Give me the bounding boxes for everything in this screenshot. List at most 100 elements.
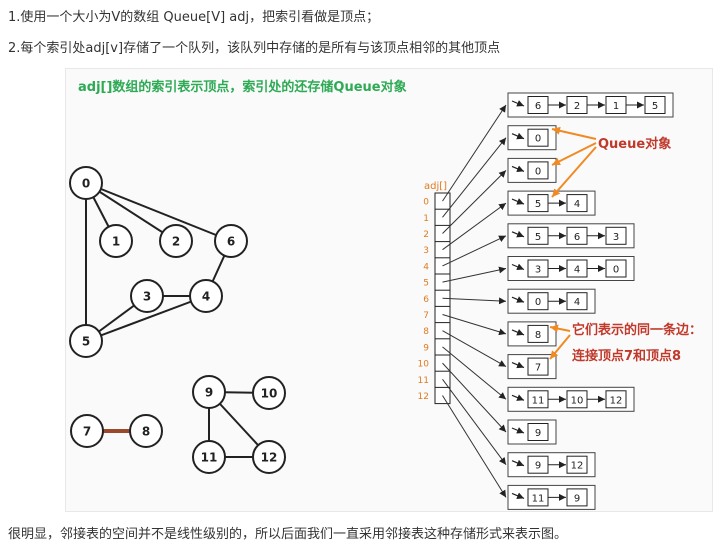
vertex-circle [214, 224, 248, 258]
queue-8: 7 [507, 354, 557, 380]
vertex-8: 8 [129, 414, 163, 448]
footer-text: 很明显，邻接表的空间并不是线性级别的，所以后面我们一直采用邻接表这种存储形式来表… [8, 527, 568, 542]
pointer-7 [442, 314, 507, 336]
queue-node-value: 4 [574, 297, 580, 308]
vertex-label: 3 [143, 290, 151, 304]
vertex-9: 9 [192, 375, 226, 409]
vertex-1: 1 [99, 224, 133, 258]
vertex-circle [192, 375, 226, 409]
array-index-2: 2 [423, 230, 429, 240]
vertex-5: 5 [69, 324, 103, 358]
vertex-11: 11 [192, 440, 226, 474]
vertex-label: 6 [227, 235, 235, 249]
queue-node-value: 11 [532, 395, 545, 406]
queue-10: 9 [507, 419, 557, 445]
pointer-11 [442, 379, 507, 465]
queue-node-value: 8 [535, 330, 541, 341]
queue-2: 0 [507, 157, 557, 183]
vertex-label: 12 [261, 451, 278, 465]
edge-note-line2: 连接顶点7和顶点8 [572, 348, 681, 364]
queue-node-value: 3 [535, 265, 541, 276]
array-index-8: 8 [423, 327, 429, 337]
pointer-10 [442, 362, 507, 433]
queue-node-value: 6 [535, 101, 541, 112]
pointer-8 [442, 330, 507, 368]
vertex-label: 1 [112, 235, 120, 249]
vertex-circle [130, 279, 164, 313]
figure-title: adj[]数组的索引表示顶点，索引处的还存储Queue对象 [78, 79, 407, 95]
vertex-label: 4 [202, 290, 210, 304]
pointer-9 [442, 346, 507, 400]
queue-node-value: 12 [610, 395, 623, 406]
queue-node [527, 324, 549, 343]
vertex-circle [159, 224, 193, 258]
queue-node-value: 0 [535, 166, 541, 177]
queue-node-value: 5 [652, 101, 658, 112]
graph-edge-0-2 [85, 182, 177, 242]
queue-label-arrow-1 [551, 126, 597, 140]
pointer-1 [442, 137, 507, 218]
vertex-label: 5 [82, 335, 90, 349]
vertex-7: 7 [70, 414, 104, 448]
vertex-circle [69, 324, 103, 358]
queue-node [527, 423, 549, 441]
queue-node-value: 7 [535, 363, 541, 374]
array-label: adj[] [424, 181, 447, 192]
queue-label-arrow-2 [551, 142, 597, 166]
queue-node [644, 96, 666, 114]
vertex-10: 10 [252, 376, 286, 410]
vertex-circle [69, 166, 103, 200]
edge-note-arrow-2 [549, 334, 571, 360]
array-index-0: 0 [423, 198, 429, 208]
vertex-label: 10 [261, 387, 278, 401]
graph-edge-0-6 [85, 182, 232, 242]
pointer-5 [442, 266, 507, 283]
array-index-10: 10 [418, 360, 430, 370]
vertex-circle [129, 414, 163, 448]
queue-node-value: 0 [535, 134, 541, 145]
queue-node-value: 3 [613, 232, 619, 243]
pointer-3 [442, 202, 507, 251]
queue-node-value: 0 [535, 297, 541, 308]
vertex-label: 2 [172, 235, 180, 249]
edge-note-arrow-1 [549, 324, 571, 333]
queue-node [605, 259, 627, 278]
queue-node [605, 390, 627, 409]
queue-node [527, 161, 549, 180]
queue-node [527, 357, 549, 376]
queue-node-value: 12 [571, 461, 584, 472]
queue-7: 8 [507, 321, 557, 347]
vertex-label: 11 [201, 451, 218, 465]
array-index-5: 5 [423, 279, 429, 289]
intro-line-2: 2.每个索引处adj[v]存储了一个队列，该队列中存储的是所有与该顶点相邻的其他… [8, 41, 501, 56]
vertex-circle [99, 224, 133, 258]
vertex-circle [252, 440, 286, 474]
vertex-label: 7 [83, 425, 91, 439]
vertex-circle [189, 279, 223, 313]
pointer-2 [442, 170, 507, 234]
queue-node-value: 9 [535, 461, 541, 472]
pointer-12 [442, 395, 507, 498]
array-index-1: 1 [423, 214, 429, 224]
queue-node-value: 9 [535, 428, 541, 439]
array-index-3: 3 [423, 246, 429, 256]
array-index-6: 6 [423, 295, 429, 305]
pointer-6 [442, 297, 507, 305]
pointer-4 [442, 235, 507, 267]
vertex-label: 8 [142, 425, 150, 439]
queue-node [566, 488, 588, 507]
array-index-9: 9 [423, 343, 429, 353]
array-index-4: 4 [423, 262, 429, 272]
vertex-4: 4 [189, 279, 223, 313]
edge-note-line1: 它们表示的同一条边： [572, 322, 702, 338]
vertex-circle [70, 414, 104, 448]
vertex-circle [252, 376, 286, 410]
vertex-3: 3 [130, 279, 164, 313]
